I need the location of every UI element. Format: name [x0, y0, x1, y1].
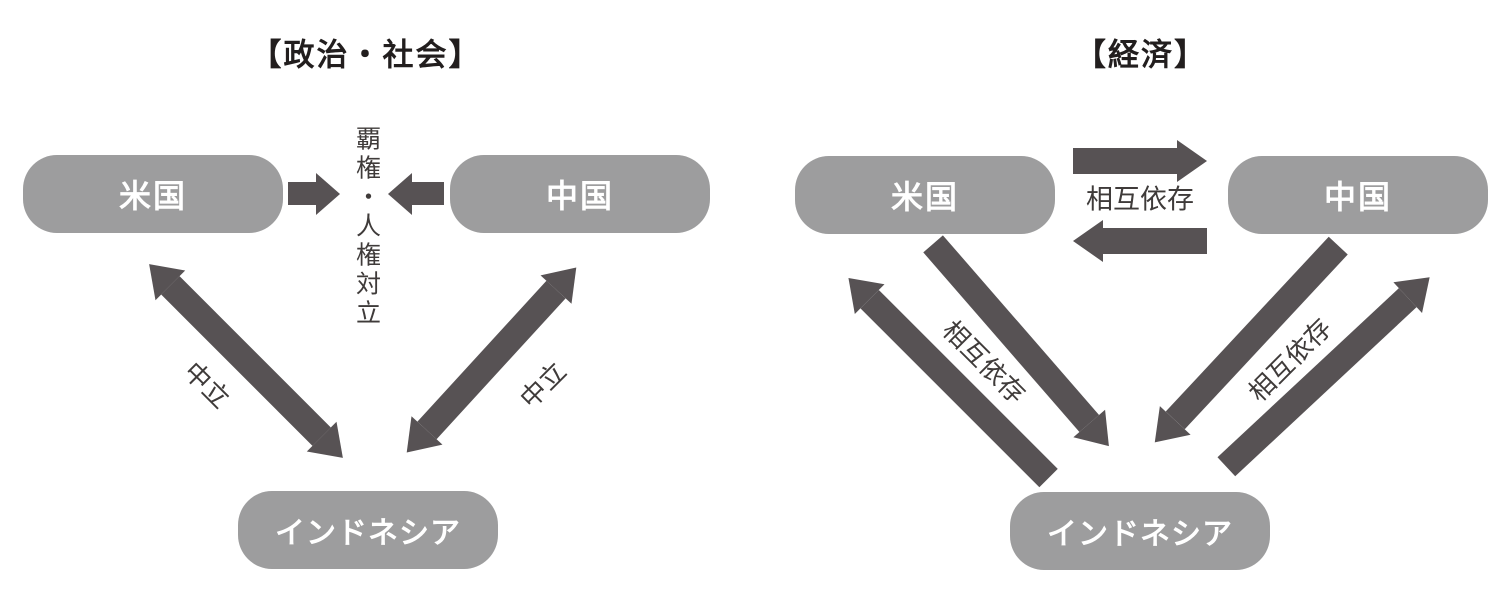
arrow-china-to-usa-icon [1073, 219, 1207, 263]
node-china: 中国 [450, 155, 710, 233]
panel-title-economy: 【経済】 [1075, 37, 1207, 73]
node-indonesia-economy: インドネシア [1010, 492, 1270, 570]
node-china-economy: 中国 [1228, 156, 1488, 234]
arrow-usa-toward-china-icon [288, 172, 340, 215]
edge-label-usa-china-conflict: 覇権・人権対立 [352, 125, 381, 329]
double-arrow-china-indonesia-icon [390, 253, 592, 468]
node-indonesia: インドネシア [238, 491, 498, 569]
arrow-usa-to-china-icon [1073, 139, 1207, 183]
double-arrow-usa-indonesia-icon [134, 249, 359, 474]
node-usa-economy: 米国 [795, 156, 1055, 234]
arrow-china-toward-usa-icon [388, 172, 444, 215]
edge-label-usa-china-interdependence: 相互依存 [1086, 184, 1194, 215]
node-usa: 米国 [23, 155, 283, 233]
edge-label-china-indonesia-neutral: 中立 [514, 356, 572, 414]
panel-title-politics: 【政治・社会】 [250, 37, 482, 73]
